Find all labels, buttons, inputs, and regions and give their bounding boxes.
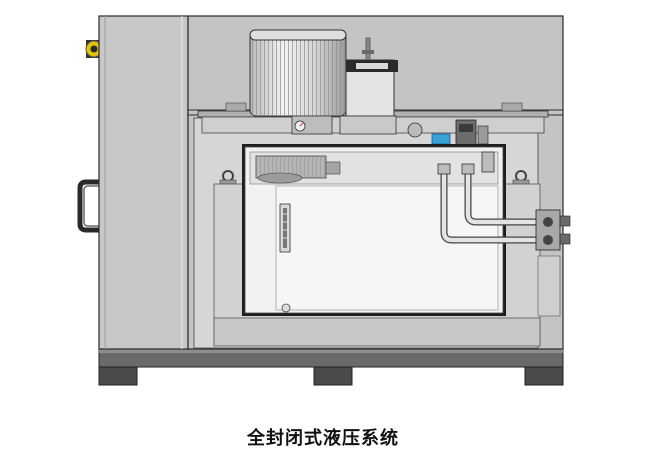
valve-block (407, 119, 489, 147)
cabinet-door-panel (98, 15, 189, 350)
oil-level-gauge-icon (279, 203, 291, 253)
oil-tank (242, 144, 506, 316)
indicator-light-icon (431, 133, 451, 145)
hydraulic-pipe-icon (437, 151, 548, 244)
pressure-gauge-icon (294, 120, 306, 132)
side-handle-icon (77, 179, 100, 233)
signal-lamp-icon (85, 40, 103, 58)
electric-motor-icon (249, 29, 398, 135)
diagram-caption: 全封闭式液压系统 (247, 428, 399, 449)
base-skid (98, 348, 564, 386)
outlet-manifold (535, 209, 571, 317)
